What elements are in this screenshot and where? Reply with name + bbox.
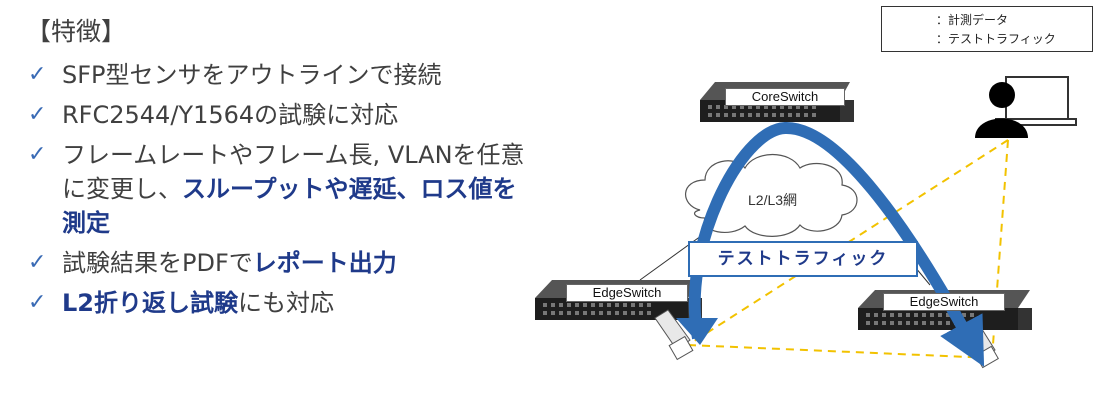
feature-emphasis: L2折り返し試験 [62, 289, 238, 317]
feature-text: RFC2544/Y1564の試験に対応 [62, 101, 399, 129]
core-switch-label: CoreSwitch [725, 88, 845, 106]
features-heading: 【特徴】 [26, 17, 127, 46]
legend: ：計測データ ：テストトラフィック [881, 6, 1093, 52]
check-icon: ✓ [28, 250, 47, 275]
test-traffic-label: テストトラフィック [688, 241, 918, 277]
sfp-sensor-left-icon [654, 309, 694, 361]
traffic-arrowhead-left [676, 318, 718, 345]
feature-text: 試験結果をPDFで [62, 249, 253, 277]
feature-text: フレームレートやフレーム長, VLANを任意に変更し、 [62, 141, 525, 203]
feature-emphasis: レポート出力 [252, 249, 397, 277]
legend-measurement-label: ：計測データ [936, 13, 1009, 27]
feature-text: にも対応 [238, 289, 334, 317]
feature-item: ✓ RFC2544/Y1564の試験に対応 [26, 98, 526, 132]
check-icon: ✓ [28, 62, 47, 87]
feature-emphasis: スループットや遅延、ロス値を測定 [62, 175, 517, 237]
monitor-user-icon [975, 76, 1077, 138]
feature-item: ✓ 試験結果をPDFでレポート出力 [26, 246, 526, 280]
feature-text: SFP型センサをアウトラインで接続 [62, 61, 442, 89]
check-icon: ✓ [28, 142, 47, 167]
feature-item: ✓ フレームレートやフレーム長, VLANを任意に変更し、スループットや遅延、ロ… [26, 138, 526, 240]
check-icon: ✓ [28, 102, 47, 127]
network-cloud-label: L2/L3網 [748, 192, 798, 208]
edge-switch-left-label: EdgeSwitch [566, 284, 688, 302]
edge-switch-right-label: EdgeSwitch [883, 293, 1005, 311]
feature-list: 【特徴】 ✓ SFP型センサをアウトラインで接続 ✓ RFC2544/Y1564… [26, 12, 526, 326]
feature-item: ✓ SFP型センサをアウトラインで接続 [26, 58, 526, 92]
check-icon: ✓ [28, 290, 47, 315]
legend-traffic-label: ：テストトラフィック [936, 32, 1056, 46]
feature-item: ✓ L2折り返し試験にも対応 [26, 286, 526, 320]
